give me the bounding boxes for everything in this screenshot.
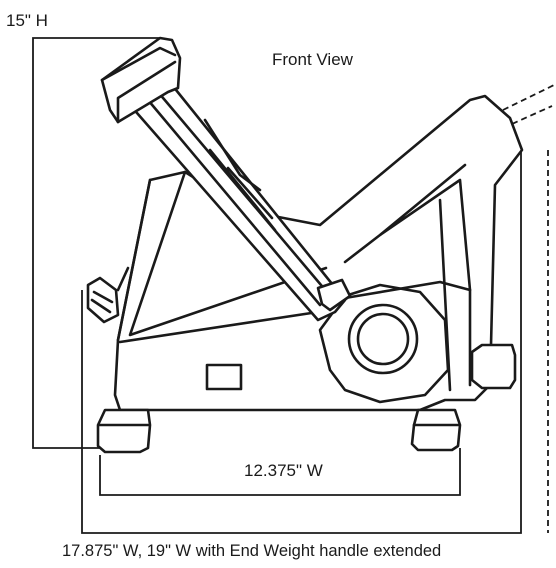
right-foot: [410, 408, 462, 452]
carriage-arm-inner: [146, 90, 334, 307]
end-handle: [470, 343, 517, 390]
height-dimension-line: [32, 37, 160, 449]
food-pusher: [100, 36, 182, 124]
blade-guard-ring: [318, 283, 450, 404]
base-width-label: 12.375" W: [244, 461, 323, 480]
height-label: 15" H: [6, 11, 48, 30]
carriage-arm-slot: [208, 148, 277, 232]
left-foot: [96, 408, 152, 454]
food-pusher-edge: [100, 46, 177, 124]
extended-handle-outline: [502, 83, 556, 129]
thickness-knob-inner: [356, 312, 410, 366]
view-title: Front View: [272, 50, 354, 69]
overall-width-dimension-line: [81, 150, 522, 534]
left-knob-detail: [90, 266, 130, 314]
carriage-slope: [116, 170, 328, 342]
front-panel-label: [205, 363, 243, 391]
base-width-dimension-line: [99, 448, 461, 496]
carriage-bracket: [316, 278, 352, 312]
overall-width-label: 17.875" W, 19" W with End Weight handle …: [62, 542, 441, 560]
